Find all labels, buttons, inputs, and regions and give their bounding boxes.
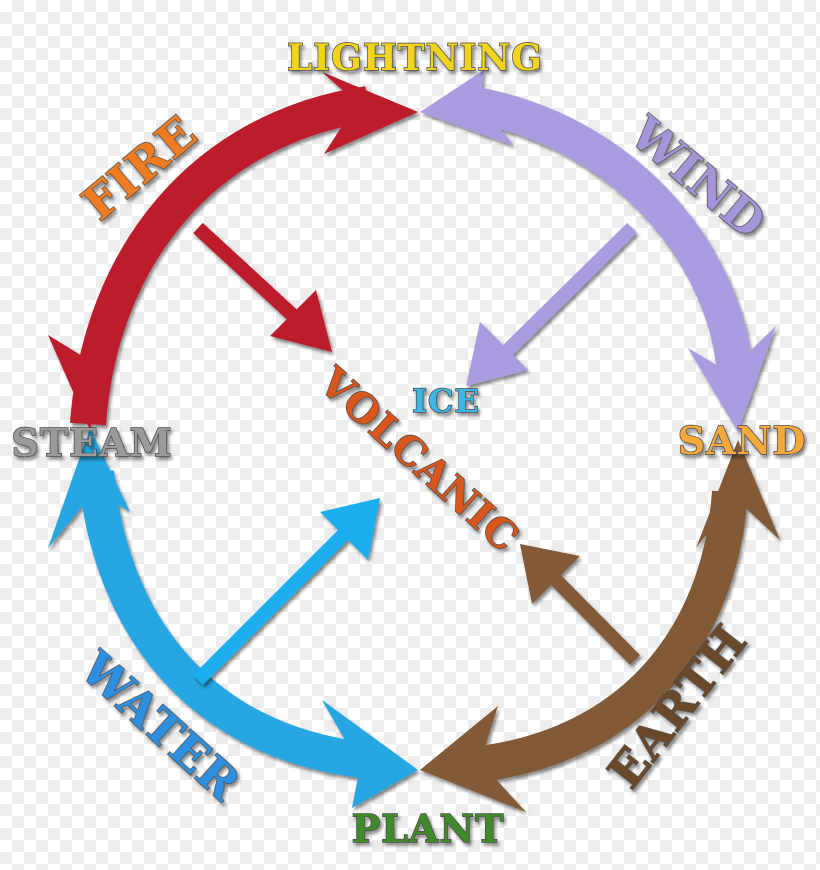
label-sand: SAND [678, 418, 807, 463]
water-arrowhead-plant [322, 700, 418, 808]
wind-inner-arrowhead [466, 322, 528, 386]
earth-arc-arrow [477, 490, 748, 782]
element-labels: LIGHTNING FIRE WIND STEAM SAND WATER EAR… [11, 36, 807, 851]
label-lightning: LIGHTNING [287, 37, 543, 79]
inner-arrows [193, 222, 640, 685]
fire-inner-arrow [193, 222, 305, 328]
label-steam: STEAM [11, 420, 172, 465]
fire-inner-arrowhead [270, 290, 332, 352]
wind-arrowhead-lightning [420, 70, 514, 146]
label-plant: PLANT [352, 806, 505, 851]
wind-arrowhead-sand [688, 326, 776, 432]
earth-inner-arrow [543, 567, 640, 665]
water-arrowhead-steam [48, 428, 130, 548]
water-arc-arrow [78, 470, 365, 778]
earth-inner-arrowhead [520, 544, 580, 604]
earth-arrowhead-sand [696, 440, 780, 548]
outer-ring [48, 70, 780, 812]
fire-arrowhead-steam [48, 316, 120, 430]
earth-arrowhead-plant [420, 706, 526, 812]
water-inner-arrowhead [320, 498, 380, 560]
fire-arrowhead-lightning [322, 72, 418, 154]
water-inner-arrow [193, 523, 355, 685]
wind-inner-arrow [503, 223, 637, 355]
wind-arc-arrow [466, 86, 753, 374]
label-ice: ICE [412, 382, 480, 420]
